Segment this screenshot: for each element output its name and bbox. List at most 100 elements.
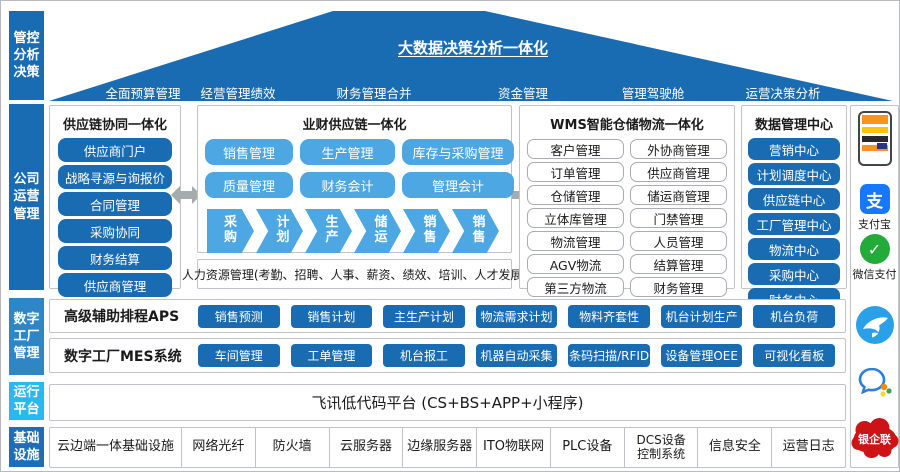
block-barcode-rfid: 条码扫描/RFID [568,344,650,367]
block-access-control: 门禁管理 [630,208,727,228]
roof-shape [49,11,893,101]
infrastructure-bar: 云边端一体基础设施 网络光纤 防火墙 云服务器 边缘服务器 ITO物联网 PLC… [49,427,846,468]
roof-item-funds: 资金管理 [497,86,549,101]
block-sales-mgmt: 销售管理 [205,139,293,165]
infra-cloud-edge-device: 云边端一体基础设施 [56,439,174,455]
block-contract-mgmt: 合同管理 [58,192,172,216]
mes-row-label: 数字工厂MES系统 [64,348,182,365]
block-order-mgmt: 订单管理 [527,162,624,182]
wechat-pay-icon: ✓ [859,234,890,264]
unionpay-label: 银企联 [858,432,891,446]
block-inventory-procurement: 库存与采购管理 [402,139,514,165]
block-procurement-collab: 采购协同 [58,219,172,243]
block-logistics-mgmt: 物流管理 [527,231,624,251]
sidebar-band-digital-factory: 数字 工厂 管理 [9,298,44,375]
block-machine-reporting: 机台报工 [383,344,465,367]
block-logistics-demand-plan: 物流需求计划 [475,304,558,328]
low-code-platform-bar: 飞讯低代码平台 (CS+BS+APP+小程序) [49,384,846,421]
block-supplier-mgmt: 供应商管理 [630,162,727,182]
panel-title: WMS智能仓储物流一体化 [550,118,704,133]
block-financial-accounting: 财务会计 [300,172,395,198]
block-workshop-mgmt: 车间管理 [198,344,280,367]
block-marketing-center: 营销中心 [748,138,840,160]
unionpay-cloud-icon: 银企联 [851,418,898,458]
infra-cloud-server: 云服务器 [328,428,403,467]
block-carrier-mgmt: 储运商管理 [630,185,727,205]
roof-item-cockpit: 管理驾驶舱 [621,86,685,101]
block-management-accounting: 管理会计 [402,172,514,198]
block-planning-center: 计划调度中心 [748,163,840,185]
panel-data-center: 数据管理中心 营销中心 计划调度中心 供应链中心 工厂管理中心 物流中心 采购中… [741,105,847,310]
panel-title: 供应链协同一体化 [62,118,167,133]
roof-title: 大数据决策分析一体化 [397,39,549,57]
phone-screen [861,115,888,162]
block-work-order-mgmt: 工单管理 [290,344,373,367]
infra-plc-device: PLC设备 [549,428,624,467]
chevron-procure: 采 购 [207,209,254,253]
sidebar-band-runtime-platform: 运行 平台 [9,382,44,420]
block-visual-kanban: 可视化看板 [753,344,836,367]
process-chain: 采 购 计 划 生 产 储 运 销 售 销 售 [198,198,511,253]
mobile-app-icon [857,111,892,166]
wechat-pay-label: 微信支付 [852,268,897,281]
infra-operation-log: 运营日志 [771,428,845,467]
block-supplier-mgmt: 供应商管理 [58,273,172,297]
chevron-sales: 销 售 [403,209,450,253]
sidebar-band-control-analysis: 管控 分析 决策 [9,11,44,100]
block-supplier-portal: 供应商门户 [58,138,172,162]
wecom-icon [855,364,894,402]
alipay-label: 支付宝 [858,218,891,231]
block-machine-auto-collect: 机器自动采集 [475,344,558,367]
block-master-production-plan: 主生产计划 [383,304,465,328]
aps-row-label: 高级辅助排程APS [64,309,180,325]
chevron-produce: 生 产 [305,209,352,253]
hr-management-bar: 人力资源管理(考勤、招聘、人事、薪资、绩效、培训、人才发展) [182,259,527,289]
chevron-store-transport: 储 运 [354,209,401,253]
alipay-icon: 支 [859,184,890,214]
infra-ito-iot: ITO物联网 [476,428,550,467]
roof-item-performance: 经营管理绩效 [200,86,276,101]
block-sourcing-rfq: 战略寻源与询报价 [58,165,172,189]
panel-biz-finance-supply-chain: 业财供应链一体化 销售管理 生产管理 库存与采购管理 质量管理 财务会计 管理会… [197,105,514,253]
sidebar-band-company-operation: 公司 运营 管理 [9,104,44,290]
infra-network-fiber: 网络光纤 [181,428,255,467]
infra-dcs-control: DCS设备 控制系统 [623,428,698,467]
block-outsourcer-mgmt: 外协商管理 [630,139,727,159]
panel-title: 数据管理中心 [754,118,833,133]
block-settlement-mgmt: 结算管理 [630,254,727,274]
block-equipment-oee: 设备管理OEE [660,344,743,367]
infra-edge-server: 边缘服务器 [402,428,476,467]
block-third-party-logistics: 第三方物流 [527,277,624,297]
block-stereo-warehouse: 立体库管理 [527,208,624,228]
block-machine-plan-production: 机台计划生产 [660,304,743,328]
aps-row: 高级辅助排程APS 销售预测 销售计划 主生产计划 物流需求计划 物料齐套性 机… [49,299,846,333]
roof-item-finance-merge: 财务管理合并 [336,86,412,101]
block-finance-settlement: 财务结算 [58,246,172,270]
block-logistics-center: 物流中心 [748,238,840,260]
block-factory-center: 工厂管理中心 [748,213,840,235]
phone-screen-tile [876,143,887,149]
infra-firewall: 防火墙 [254,428,329,467]
block-material-kitting: 物料齐套性 [568,304,650,328]
block-procurement-center: 采购中心 [748,263,840,285]
channel-icon-strip: 支 支付宝 ✓ 微信支付 银企联 [850,105,899,468]
block-quality-mgmt: 质量管理 [205,172,293,198]
chevron-plan: 计 划 [256,209,303,253]
block-machine-load: 机台负荷 [753,304,836,328]
block-warehouse-mgmt: 仓储管理 [527,185,624,205]
cloud-shape [851,418,898,458]
block-agv-logistics: AGV物流 [527,254,624,274]
panel-wms: WMS智能仓储物流一体化 客户管理 外协商管理 订单管理 供应商管理 仓储管理 … [519,105,735,297]
block-sales-forecast: 销售预测 [198,304,280,328]
double-arrow-icon [171,186,201,204]
block-finance-mgmt: 财务管理 [630,277,727,297]
infra-info-security: 信息安全 [697,428,771,467]
chevron-sales-2: 销 售 [452,209,499,253]
block-personnel-mgmt: 人员管理 [630,231,727,251]
block-supply-chain-center: 供应链中心 [748,188,840,210]
dingtalk-icon [855,306,894,344]
sidebar-band-infrastructure: 基础 设施 [9,427,44,467]
roof-item-budget: 全面预算管理 [105,86,181,101]
block-sales-plan: 销售计划 [290,304,373,328]
